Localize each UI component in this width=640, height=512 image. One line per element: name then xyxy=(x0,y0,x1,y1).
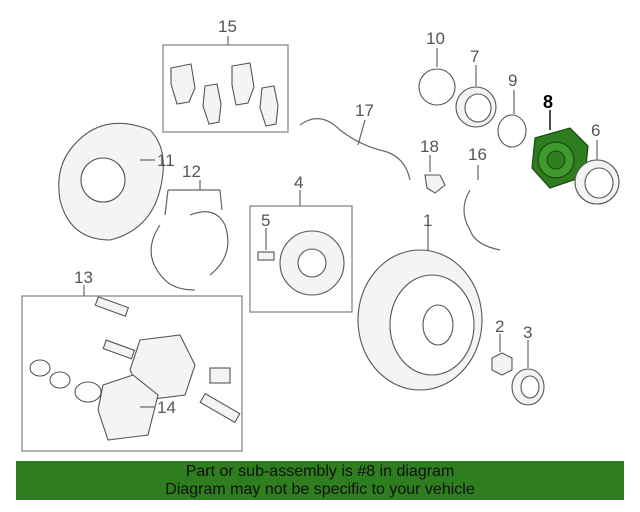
callout-16: 16 xyxy=(468,145,487,164)
backing-plate[interactable]: 11 xyxy=(58,122,175,241)
callout-9: 9 xyxy=(508,71,517,90)
hub-bolt[interactable]: 5 xyxy=(257,211,275,261)
sensor-clip[interactable]: 18 xyxy=(420,137,446,194)
callout-1: 1 xyxy=(423,211,432,230)
callout-12: 12 xyxy=(182,162,201,181)
caliper-assembly[interactable]: 13 xyxy=(21,268,243,452)
callout-5: 5 xyxy=(261,211,270,230)
seal-6[interactable]: 6 xyxy=(574,121,620,205)
callout-14: 14 xyxy=(157,398,176,417)
callout-17: 17 xyxy=(355,101,374,120)
callout-7: 7 xyxy=(470,47,479,66)
brake-pad-set[interactable]: 15 xyxy=(162,17,289,133)
speed-sensor[interactable]: 16 xyxy=(463,145,501,251)
callout-6: 6 xyxy=(591,121,600,140)
callout-11: 11 xyxy=(157,151,175,170)
banner-line-2: Diagram may not be specific to your vehi… xyxy=(165,481,475,498)
callout-10: 10 xyxy=(426,29,445,48)
callout-2: 2 xyxy=(495,317,504,336)
callout-3: 3 xyxy=(523,323,532,342)
hub-bearing-highlighted[interactable]: 8 xyxy=(531,92,589,189)
info-banner: Part or sub-assembly is #8 in diagram Di… xyxy=(16,461,624,500)
grease-cap[interactable]: 3 xyxy=(511,323,545,406)
banner-line-1: Part or sub-assembly is #8 in diagram xyxy=(185,463,455,480)
axle-hub-assembly[interactable]: 4 xyxy=(249,173,353,313)
oil-seal-7[interactable]: 7 xyxy=(455,47,497,128)
snap-ring-10[interactable]: 10 xyxy=(418,29,456,106)
callout-8: 8 xyxy=(543,92,553,112)
callout-13: 13 xyxy=(74,268,93,287)
parking-brake-shoes[interactable]: 12 xyxy=(150,162,229,291)
hub-nut[interactable]: 2 xyxy=(491,317,513,376)
callout-15: 15 xyxy=(218,17,237,36)
callout-18: 18 xyxy=(420,137,439,156)
callout-4: 4 xyxy=(294,173,303,192)
caliper-support-label: 14 xyxy=(140,398,176,417)
brake-rotor[interactable]: 1 xyxy=(357,211,483,391)
snap-ring-9[interactable]: 9 xyxy=(497,71,527,148)
abs-wire-harness[interactable]: 17 xyxy=(299,101,411,181)
